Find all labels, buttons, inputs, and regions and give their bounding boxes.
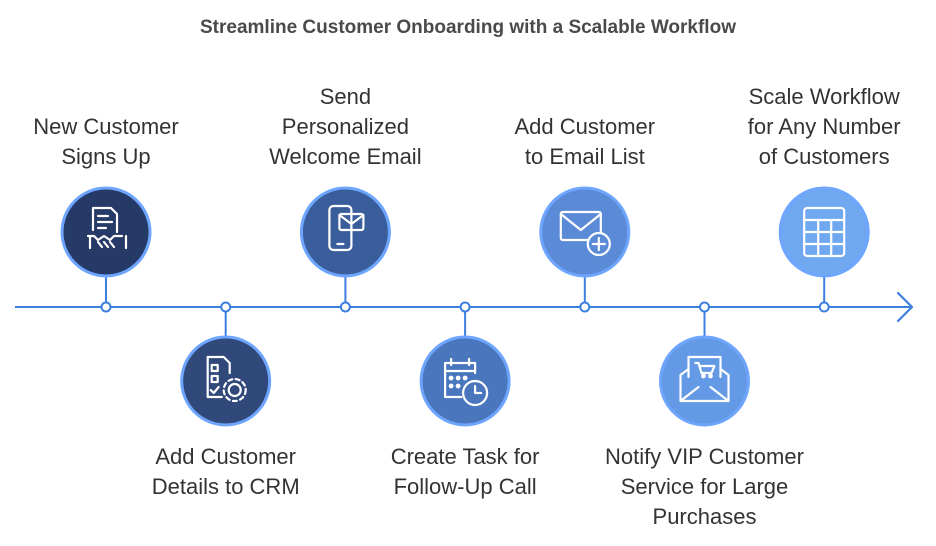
step-label-line: to Email List: [524, 144, 645, 169]
step-label: Scale Workflow for Any Number of Customers: [714, 82, 934, 172]
step-6: [659, 301, 750, 427]
step-label-line: Add Customer: [155, 444, 296, 469]
timeline-node: [339, 301, 351, 313]
step-circle: [299, 186, 391, 278]
timeline-node: [459, 301, 471, 313]
step-circle: [539, 186, 631, 278]
step-label-line: Welcome Email: [269, 144, 422, 169]
step-label-line: of Customers: [758, 144, 890, 169]
checklist-gear-icon: [206, 355, 247, 403]
timeline-node: [818, 301, 830, 313]
step-label-line: Details to CRM: [151, 474, 300, 499]
step-label-line: Send: [319, 84, 372, 109]
step-circle: [60, 186, 152, 278]
timeline-arrowhead: [896, 291, 914, 323]
contract-handshake-icon: [86, 206, 128, 250]
step-label: Add Customer to Email List: [475, 112, 695, 172]
timeline-node: [579, 301, 591, 313]
step-label-line: Service for Large: [620, 474, 789, 499]
step-label-line: Create Task for: [390, 444, 540, 469]
step-label-line: New Customer: [33, 114, 179, 139]
step-2: [180, 301, 272, 427]
step-circle: [419, 335, 511, 427]
step-4: [419, 301, 511, 427]
step-label-line: Scale Workflow: [748, 84, 900, 109]
timeline-node: [699, 301, 710, 313]
step-3: [299, 186, 391, 313]
phone-mail-icon: [328, 204, 365, 252]
step-label-line: Purchases: [652, 504, 757, 529]
step-label-line: Personalized: [281, 114, 409, 139]
step-1: [60, 186, 152, 313]
calendar-clock-icon: [444, 357, 489, 407]
mail-plus-icon: [559, 210, 611, 257]
step-label-line: Signs Up: [61, 144, 151, 169]
step-label-line: Follow-Up Call: [393, 474, 537, 499]
step-7: [778, 186, 870, 313]
diagram-title: Streamline Customer Onboarding with a Sc…: [200, 17, 736, 38]
step-circle: [659, 335, 750, 427]
table-grid-icon: [803, 206, 846, 258]
timeline-node: [100, 301, 112, 313]
step-label-line: for Any Number: [747, 114, 901, 139]
step-label-line: Add Customer: [514, 114, 656, 139]
step-label-line: Notify VIP Customer: [605, 444, 804, 469]
envelope-cart-icon: [679, 355, 730, 403]
timeline-node: [220, 301, 232, 313]
step-5: [539, 186, 631, 313]
step-circle: [180, 335, 272, 427]
